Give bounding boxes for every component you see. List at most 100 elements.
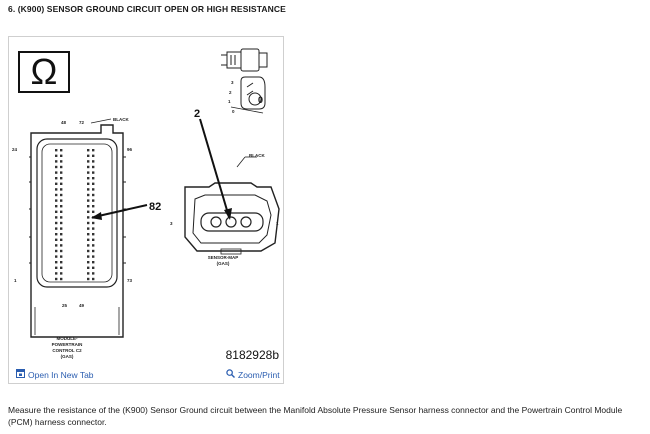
svg-text:0: 0 — [232, 109, 235, 114]
pcm-pin-cavity — [92, 261, 95, 264]
pcm-pin-cavity — [60, 238, 63, 241]
pcm-pin-cavity — [87, 177, 90, 180]
svg-text:SENSOR-MAP: SENSOR-MAP — [208, 255, 239, 260]
pcm-pin-96: 96 — [127, 147, 133, 152]
new-tab-icon — [16, 369, 25, 380]
figure-number: 8182928b — [226, 348, 280, 362]
connector-diagram: Ω BLACK 48 72 24 96 1 73 25 49 MODULE- P… — [12, 48, 280, 362]
svg-text:0: 0 — [258, 95, 263, 105]
pcm-pin-cavity — [87, 199, 90, 202]
pcm-pin-cavity — [92, 227, 95, 230]
pcm-pin-48: 48 — [61, 120, 67, 125]
svg-text:2: 2 — [194, 108, 200, 120]
pcm-pin-cavity — [87, 188, 90, 191]
pcm-pin-cavity — [55, 238, 58, 241]
pcm-connector — [29, 118, 126, 338]
pcm-pin-cavity — [60, 154, 63, 157]
map-small-pins: 3 2 1 0 — [228, 80, 235, 114]
pcm-pin-cavity — [55, 177, 58, 180]
pcm-pin-cavity — [92, 165, 95, 169]
pcm-pin-cavity — [60, 216, 63, 219]
map-connector-small-view — [221, 48, 268, 114]
pcm-pin-cavity — [60, 277, 63, 281]
svg-text:(GAS): (GAS) — [217, 261, 230, 266]
pcm-pin-cavity — [60, 188, 63, 191]
pcm-pin-cavity — [92, 199, 95, 202]
pcm-pin-cavity — [55, 249, 58, 253]
pcm-pin-cavity — [92, 210, 95, 213]
pcm-pin-cavity — [60, 177, 63, 180]
pcm-pin-cavity — [87, 238, 90, 241]
pcm-pin-cavity — [92, 266, 95, 269]
pcm-pin-24: 24 — [12, 147, 18, 152]
zoom-print-link[interactable]: Zoom/Print — [226, 369, 280, 380]
pcm-pin-cavity — [92, 177, 95, 180]
pcm-pin-cavity — [55, 277, 58, 281]
pcm-pin-cavity — [55, 233, 58, 236]
pcm-pin-cavity — [87, 266, 90, 269]
pcm-pin-cavity — [92, 238, 95, 241]
pcm-pin-cavity — [60, 249, 63, 253]
pcm-pin-cavity — [55, 266, 58, 269]
pcm-color-label: BLACK — [113, 117, 129, 122]
pcm-pin-cavity — [92, 149, 95, 152]
pcm-pin-cavity — [60, 233, 63, 236]
pcm-pin-cavity — [87, 205, 90, 208]
pcm-pin-cavity — [92, 221, 95, 225]
open-in-new-tab-link[interactable]: Open In New Tab — [16, 369, 94, 380]
pcm-pin-cavity — [92, 171, 95, 174]
svg-text:MODULE-: MODULE- — [57, 336, 78, 341]
pcm-pin-cavity — [87, 171, 90, 174]
map-color-label: BLACK — [249, 153, 265, 158]
magnifier-icon — [226, 369, 235, 380]
pcm-pin-1: 1 — [14, 278, 17, 283]
pcm-pin-cavity — [87, 182, 90, 185]
pcm-pin-cavity — [55, 272, 58, 275]
map-sensor-label: SENSOR-MAP (GAS) — [208, 255, 239, 266]
pcm-pin-cavity — [55, 244, 58, 247]
step-description: Measure the resistance of the (K900) Sen… — [8, 405, 623, 427]
pcm-pin-cavity — [55, 261, 58, 264]
pcm-pin-cavity — [60, 244, 63, 247]
pcm-pin-cavity — [55, 199, 58, 202]
pcm-pin-cavity — [60, 193, 63, 197]
pcm-label: MODULE- POWERTRAIN CONTROL C2 (GAS) — [52, 336, 83, 359]
map-pin-1: 1 — [276, 221, 279, 226]
pcm-pin-cavity — [87, 165, 90, 169]
pcm-pin-cavity — [92, 205, 95, 208]
pcm-pin-cavity — [87, 255, 90, 258]
wiring-figure: Ω BLACK 48 72 24 96 1 73 25 49 MODULE- P… — [8, 36, 284, 384]
pcm-pin-cavity — [92, 188, 95, 191]
pcm-pin-cavity — [92, 272, 95, 275]
zoom-print-label: Zoom/Print — [238, 369, 280, 380]
pcm-pin-column-a — [55, 149, 63, 281]
pcm-pin-73: 73 — [127, 278, 133, 283]
pcm-pin-49: 49 — [79, 303, 85, 308]
svg-text:(GAS): (GAS) — [61, 354, 74, 359]
pcm-pin-cavity — [60, 266, 63, 269]
pcm-pin-cavity — [87, 233, 90, 236]
pcm-pin-cavity — [55, 210, 58, 213]
pcm-pin-cavity — [60, 272, 63, 275]
svg-text:82: 82 — [149, 201, 161, 213]
pcm-pin-cavity — [87, 160, 90, 163]
pcm-pin-cavity — [92, 255, 95, 258]
pcm-pin-cavity — [60, 199, 63, 202]
pcm-pin-cavity — [60, 210, 63, 213]
ohm-symbol: Ω — [31, 51, 58, 92]
step-title: 6. (K900) SENSOR GROUND CIRCUIT OPEN OR … — [8, 4, 286, 14]
pcm-pin-cavity — [92, 233, 95, 236]
svg-text:POWERTRAIN: POWERTRAIN — [52, 342, 83, 347]
pcm-pin-cavity — [92, 182, 95, 185]
map-pin-3: 3 — [170, 221, 173, 226]
pcm-pin-cavity — [92, 277, 95, 281]
pcm-pin-cavity — [92, 154, 95, 157]
pcm-pin-cavity — [87, 244, 90, 247]
pcm-pin-cavity — [55, 154, 58, 157]
pcm-pin-cavity — [92, 160, 95, 163]
svg-text:3: 3 — [231, 80, 234, 85]
pcm-pin-cavity — [87, 221, 90, 225]
pcm-pin-72: 72 — [79, 120, 85, 125]
pcm-pin-cavity — [60, 165, 63, 169]
pcm-pin-cavity — [87, 261, 90, 264]
